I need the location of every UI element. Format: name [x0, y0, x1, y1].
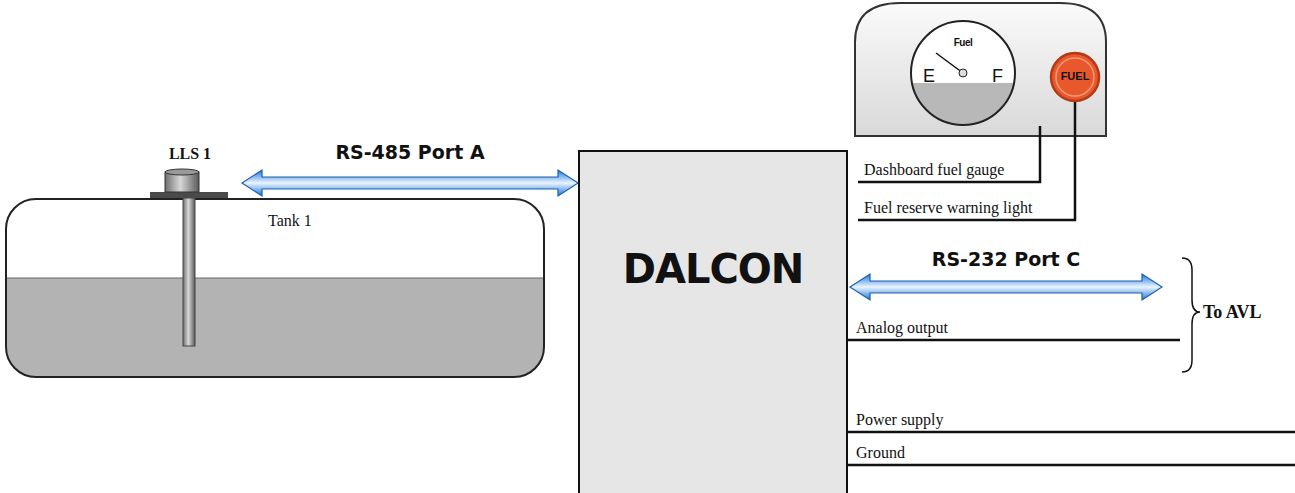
destination-label: To AVL	[1203, 302, 1262, 323]
connector-label: RS-485 Port A	[335, 142, 484, 164]
box-outline	[578, 150, 858, 493]
avl-bracket	[1182, 258, 1200, 372]
node-title: Tank 1	[268, 212, 312, 230]
connector-label: Fuel reserve warning light	[864, 199, 1032, 217]
gauge-rim	[911, 21, 1015, 125]
sensor-cap	[165, 169, 199, 175]
signal-label: Power supply	[856, 411, 944, 429]
controller-box	[579, 151, 847, 493]
node-title: Fuel	[910, 37, 1016, 49]
sensor-node: LLS 1	[148, 145, 242, 198]
node-title: FUEL	[1050, 70, 1100, 83]
controller-box: DALCON	[578, 150, 858, 493]
node-title: DALCON	[578, 246, 848, 292]
needle-hub	[959, 69, 967, 77]
signal-wire	[858, 126, 1040, 182]
node-text: F	[992, 66, 1003, 87]
gauge-level	[912, 83, 1014, 125]
warning-lamp	[1051, 53, 1099, 101]
fuel-surface	[7, 278, 543, 279]
gauge-face	[911, 21, 1015, 125]
tank-body	[6, 199, 544, 377]
connector-label: Dashboard fuel gauge	[864, 161, 1004, 179]
node-title: LLS 1	[148, 145, 232, 163]
power-supply-wire	[848, 431, 1295, 434]
dashboard-panel	[855, 3, 1106, 136]
analog-output-wire	[848, 339, 1180, 342]
fuel-tank: Tank 1	[5, 198, 545, 378]
tank-outline	[6, 199, 544, 377]
signal-label: Ground	[856, 444, 905, 462]
sensor-flange	[150, 192, 228, 198]
gauge-needle	[936, 53, 963, 73]
sensor-head	[165, 172, 199, 192]
warning-lamp: FUEL	[1050, 52, 1100, 102]
port-label: RS-232 Port C	[870, 249, 1142, 271]
signal-label: Analog output	[856, 319, 948, 337]
fuel-level	[6, 278, 544, 377]
fuel-gauge: FuelE F	[910, 20, 1046, 126]
node-text: E	[923, 66, 935, 87]
data-link-arrow	[242, 170, 578, 196]
ground-wire	[848, 464, 1295, 467]
rs232-arrow	[850, 274, 1162, 300]
